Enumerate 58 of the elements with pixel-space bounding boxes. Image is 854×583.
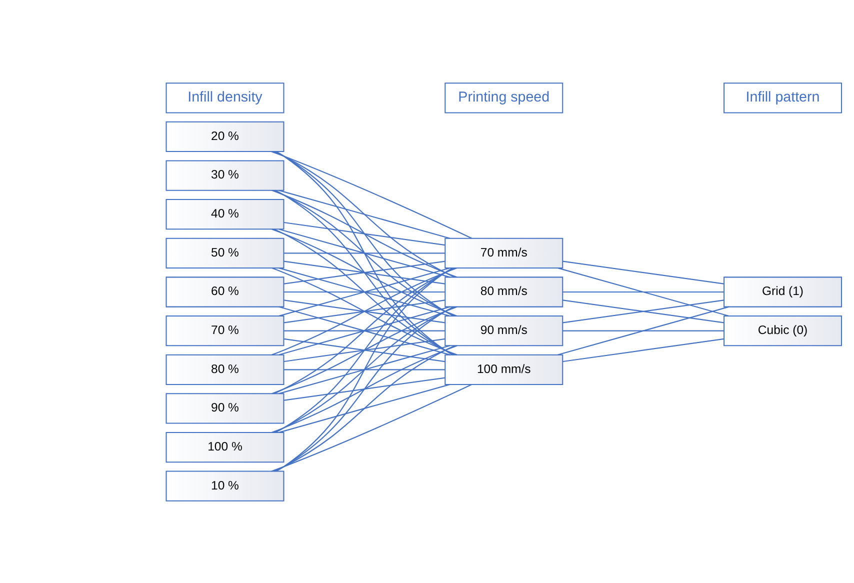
connector bbox=[278, 189, 450, 238]
node-box: Infill pattern bbox=[724, 82, 842, 113]
connector bbox=[284, 221, 445, 246]
node-box: 60 % bbox=[166, 276, 284, 307]
connector bbox=[562, 299, 724, 323]
node-box: Grid (1) bbox=[724, 276, 842, 307]
connector bbox=[562, 290, 724, 292]
connector bbox=[284, 290, 445, 292]
node-box: Printing speed bbox=[444, 82, 564, 113]
node-box: 40 % bbox=[166, 198, 284, 230]
node-box: Infill density bbox=[166, 82, 284, 113]
connector bbox=[562, 330, 724, 331]
node-box: 70 % bbox=[166, 315, 284, 346]
connector bbox=[278, 306, 450, 355]
node-box: 50 % bbox=[166, 237, 284, 268]
connector bbox=[558, 267, 730, 316]
connector bbox=[274, 150, 454, 316]
connector bbox=[274, 306, 454, 472]
connector bbox=[284, 299, 445, 323]
connector bbox=[276, 267, 453, 472]
connector bbox=[274, 267, 456, 394]
connector bbox=[284, 260, 445, 284]
node-box: 10 % bbox=[166, 470, 284, 501]
connector bbox=[274, 189, 456, 316]
connector bbox=[278, 228, 450, 278]
connector bbox=[276, 150, 453, 355]
connector bbox=[272, 228, 458, 316]
connector bbox=[278, 344, 450, 394]
connector bbox=[284, 338, 445, 362]
node-box: 30 % bbox=[166, 160, 284, 190]
node-box: 70 mm/s bbox=[444, 237, 564, 268]
connector bbox=[274, 189, 454, 355]
node-box: Cubic (0) bbox=[724, 315, 842, 346]
connector bbox=[284, 376, 445, 400]
connector bbox=[278, 383, 450, 432]
node-box: 100 % bbox=[166, 431, 284, 462]
node-box: 20 % bbox=[166, 120, 284, 152]
connector bbox=[284, 368, 445, 370]
connector bbox=[284, 252, 445, 254]
connector bbox=[272, 344, 458, 432]
connector bbox=[562, 260, 724, 284]
connector bbox=[271, 384, 472, 472]
node-box: 80 mm/s bbox=[444, 276, 564, 307]
connector bbox=[274, 228, 456, 355]
connector bbox=[272, 306, 458, 394]
node-box: 100 mm/s bbox=[444, 354, 564, 384]
connector bbox=[284, 330, 445, 331]
node-box: 90 mm/s bbox=[444, 315, 564, 346]
connector bbox=[271, 150, 472, 238]
connector bbox=[274, 344, 456, 472]
node-box: 80 % bbox=[166, 354, 284, 384]
connector bbox=[558, 306, 730, 355]
connector bbox=[272, 189, 458, 278]
connector bbox=[272, 267, 458, 355]
connector bbox=[274, 150, 456, 278]
connector bbox=[562, 338, 724, 362]
connector bbox=[274, 306, 456, 432]
node-box: 90 % bbox=[166, 392, 284, 424]
